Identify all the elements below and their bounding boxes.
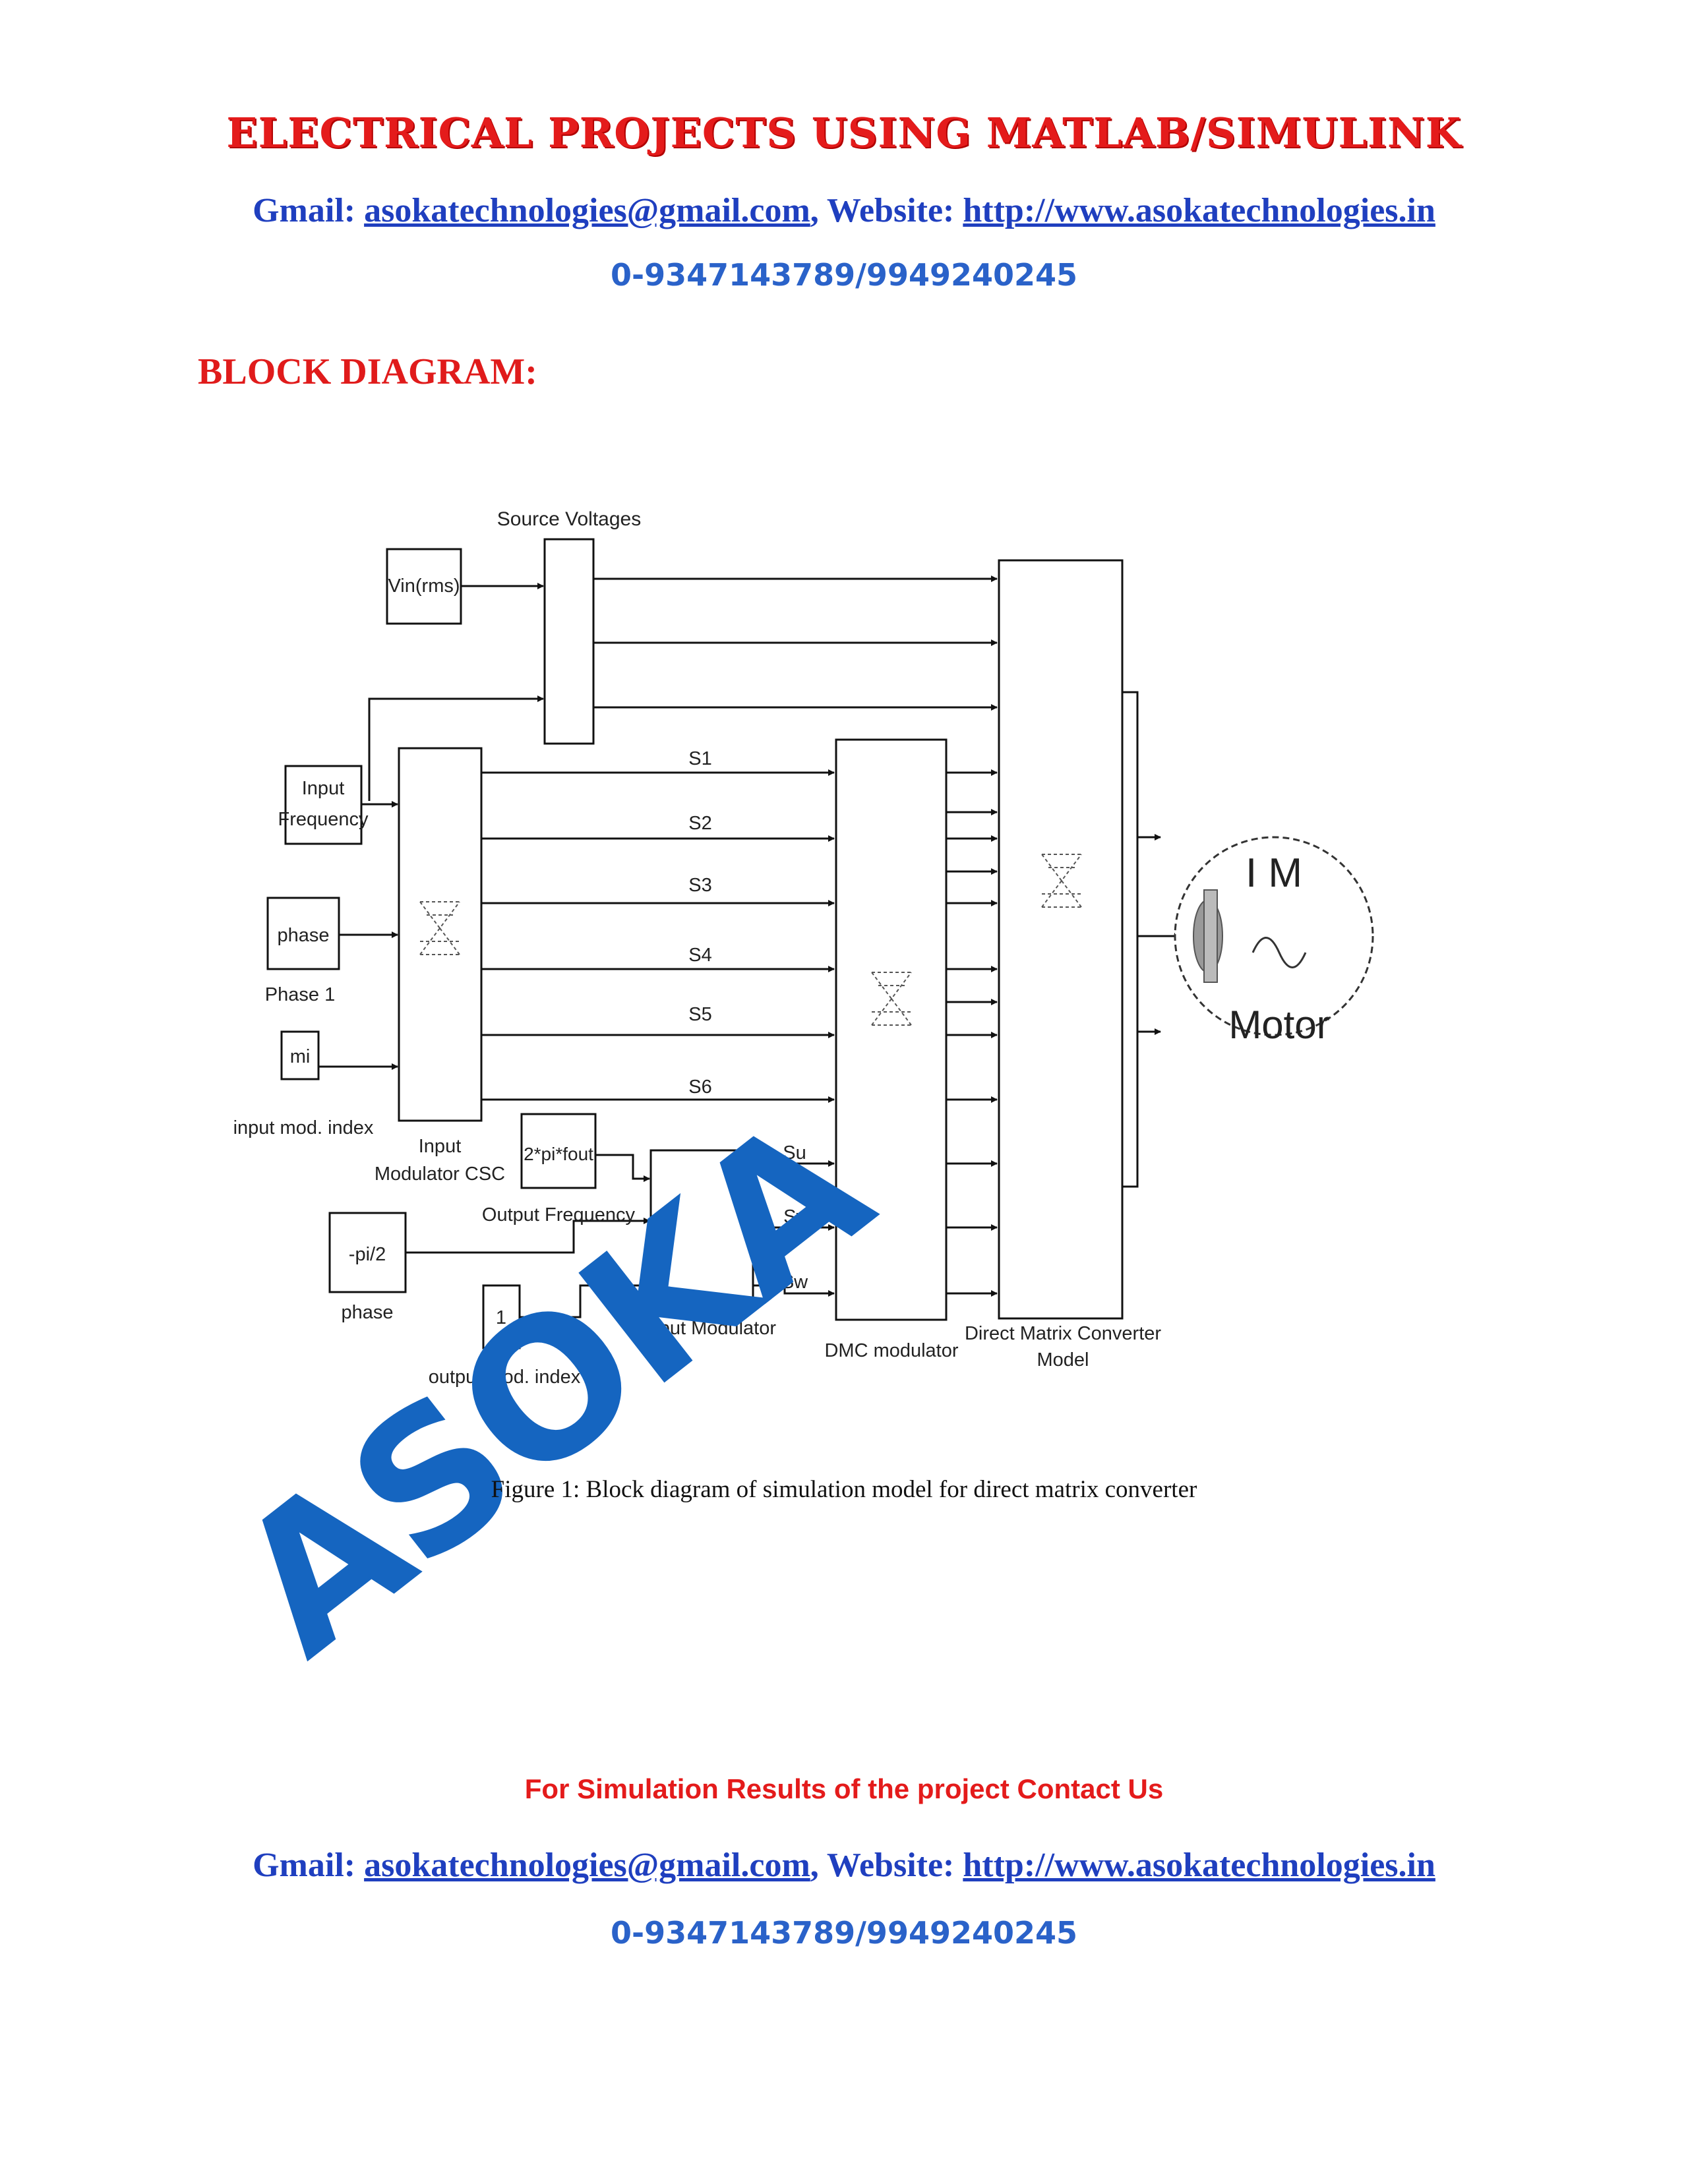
- footer-gmail-label: Gmail:: [253, 1846, 356, 1884]
- source-voltages-block: [543, 538, 595, 745]
- footer-website-link[interactable]: http://www.asokatechnologies.in: [963, 1846, 1435, 1884]
- output-frequency-label: Output Frequency: [482, 1204, 636, 1225]
- sv-label: Sv: [783, 1206, 806, 1227]
- input-modulator-label-1: Input: [419, 1136, 462, 1157]
- phase1-label: Phase 1: [265, 984, 335, 1005]
- website-link[interactable]: http://www.asokatechnologies.in: [963, 192, 1435, 229]
- header-contact: Gmail: asokatechnologies@gmail.com, Webs…: [0, 191, 1688, 230]
- out-freq-block: [520, 1113, 597, 1189]
- header-phone: 0-9347143789/9949240245: [610, 257, 1078, 293]
- s2-label: S2: [688, 813, 711, 834]
- page-title: ELECTRICAL PROJECTS USING MATLAB/SIMULIN…: [226, 109, 1462, 157]
- vin-label: Vin(rms): [388, 576, 460, 597]
- phase-label: phase: [341, 1302, 393, 1323]
- input-modulator-block: [398, 747, 483, 1122]
- one-block-label: 1: [496, 1307, 506, 1328]
- s6-label: S6: [688, 1077, 711, 1098]
- s4-label: S4: [688, 945, 711, 966]
- website-label: Website:: [826, 192, 955, 229]
- dmc-model-label-2: Model: [1037, 1349, 1089, 1371]
- section-heading: BLOCK DIAGRAM:: [198, 351, 537, 392]
- phase-block: [266, 897, 340, 970]
- dmc-modulator-block: [835, 738, 948, 1321]
- footer-gmail-link[interactable]: asokatechnologies@gmail.com: [364, 1846, 810, 1884]
- dmc-modulator-label: DMC modulator: [824, 1340, 958, 1361]
- output-mod-index-label: output mod. index: [429, 1367, 581, 1388]
- contact-separator: ,: [810, 192, 819, 229]
- input-modulator-label-2: Modulator CSC: [375, 1164, 505, 1185]
- output-modulator-block: [649, 1149, 754, 1307]
- input-frequency-block: [284, 765, 363, 845]
- gmail-label: Gmail:: [253, 192, 356, 229]
- su-label: Su: [783, 1142, 806, 1164]
- footer-contact-separator: ,: [810, 1846, 819, 1884]
- footer-contact: Gmail: asokatechnologies@gmail.com, Webs…: [0, 1846, 1688, 1885]
- gmail-link[interactable]: asokatechnologies@gmail.com: [364, 192, 810, 229]
- source-voltages-label: Source Voltages: [497, 508, 641, 530]
- sw-label: Sw: [781, 1272, 808, 1293]
- mi-block: [280, 1030, 320, 1080]
- phase-block-label: phase: [277, 925, 329, 946]
- dmc-model-block: [998, 559, 1124, 1320]
- footer-website-label: Website:: [826, 1846, 955, 1884]
- footer-phone: 0-9347143789/9949240245: [610, 1915, 1078, 1951]
- s5-label: S5: [688, 1004, 711, 1025]
- contact-cta: For Simulation Results of the project Co…: [524, 1773, 1164, 1804]
- input-frequency-label-2: Frequency: [278, 809, 369, 830]
- motor-label: Motor: [1228, 1003, 1329, 1047]
- s1-label: S1: [688, 748, 711, 769]
- block-diagram: Source Voltages Vin(rms) Input Frequency…: [233, 508, 1374, 1388]
- out-freq-block-label: 2*pi*fout: [524, 1144, 593, 1164]
- induction-motor: [1174, 836, 1374, 1036]
- neg-phase-block: [328, 1212, 407, 1293]
- dmc-model-label-1: Direct Matrix Converter: [965, 1323, 1161, 1344]
- output-modulator-label: Output Modulator: [628, 1318, 776, 1339]
- input-mod-index-label: input mod. index: [233, 1117, 374, 1138]
- mi-label: mi: [290, 1046, 311, 1067]
- input-frequency-label-1: Input: [302, 778, 345, 799]
- s3-label: S3: [688, 875, 711, 896]
- figure-caption: Figure 1: Block diagram of simulation mo…: [491, 1476, 1197, 1503]
- motor-im-label: I M: [1246, 850, 1302, 896]
- neg-phase-block-label: -pi/2: [349, 1244, 386, 1265]
